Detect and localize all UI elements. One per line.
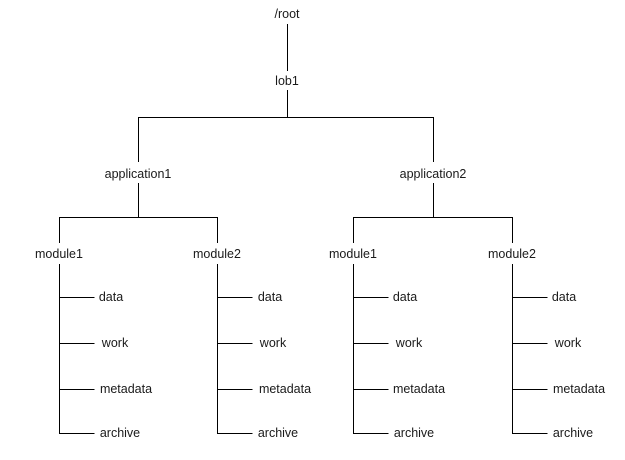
tree-connectors [59, 24, 548, 434]
app2-module2-folder-metadata: metadata [553, 382, 605, 396]
app2-module2-folder-work: work [554, 336, 582, 350]
app1-module2-folder-archive: archive [258, 426, 298, 440]
app1-module1-label: module1 [35, 247, 83, 261]
application1-node-label: application1 [105, 167, 172, 181]
app2-module2-folder-data: data [552, 290, 576, 304]
app2-module1-folder-work: work [395, 336, 423, 350]
app2-module1-folder-metadata: metadata [393, 382, 445, 396]
app1-module2-label: module2 [193, 247, 241, 261]
app1-module1-folder-work: work [101, 336, 129, 350]
app2-module1-folder-data: data [393, 290, 417, 304]
lob-node-label: lob1 [275, 74, 299, 88]
app2-module1-folder-archive: archive [394, 426, 434, 440]
application2-node-label: application2 [400, 167, 467, 181]
app1-module1-folder-metadata: metadata [100, 382, 152, 396]
app2-module2-label: module2 [488, 247, 536, 261]
app1-module1-folder-archive: archive [100, 426, 140, 440]
app1-module1-folder-data: data [99, 290, 123, 304]
app2-module1-label: module1 [329, 247, 377, 261]
app1-module2-folder-work: work [259, 336, 287, 350]
root-node-label: /root [274, 7, 300, 21]
app1-module2-folder-data: data [258, 290, 282, 304]
app2-module2-folder-archive: archive [553, 426, 593, 440]
app1-module2-folder-metadata: metadata [259, 382, 311, 396]
